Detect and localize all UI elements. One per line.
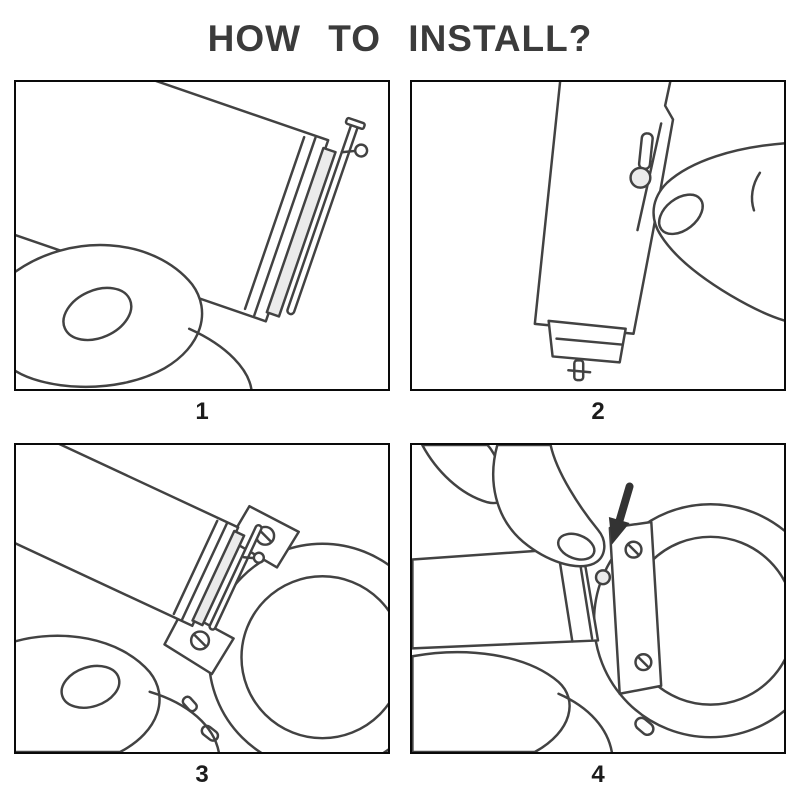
thumb [16, 634, 221, 752]
thumbnail [62, 286, 133, 342]
watch-case [181, 542, 388, 752]
watch-strap [412, 546, 612, 650]
thumbnail [60, 664, 121, 709]
step-4-illustration [412, 445, 784, 752]
arrow-down-icon [608, 482, 634, 545]
step-2-illustration [533, 82, 784, 382]
spring-bar-icon [286, 116, 369, 316]
quick-release-knob-icon [629, 132, 654, 189]
step-2-panel [410, 80, 786, 391]
fingernail [657, 193, 704, 236]
case-button-icon [634, 716, 655, 737]
watch-lugs [163, 504, 300, 676]
quick-release-knob-icon [594, 569, 612, 586]
step-4-number: 4 [591, 761, 605, 788]
thumb [412, 651, 614, 752]
spring-bar-tip-icon [567, 359, 592, 382]
thumb [16, 243, 253, 389]
step-1-panel [14, 80, 390, 391]
watch-strap [16, 445, 266, 631]
page-title: HOW TO INSTALL? [207, 18, 593, 59]
step-1-number: 1 [195, 398, 209, 425]
watch-lugs [608, 520, 663, 695]
watch-strap [533, 82, 675, 382]
step-3-number: 3 [195, 761, 209, 788]
step-3: 3 [14, 443, 390, 800]
index-finger [652, 142, 784, 322]
step-3-panel [14, 443, 390, 754]
step-4: 4 [410, 443, 786, 800]
spring-bar-icon [208, 523, 266, 631]
steps-grid: 1 [0, 80, 800, 800]
step-2: 2 [410, 80, 786, 443]
step-3-illustration [16, 445, 388, 752]
step-4-panel [410, 443, 786, 754]
fingers [421, 445, 606, 568]
case-button-icon [200, 724, 220, 742]
fingernail [556, 532, 596, 561]
step-1-illustration [16, 82, 369, 389]
step-1: 1 [14, 80, 390, 443]
case-button-icon [181, 695, 198, 713]
step-2-number: 2 [591, 398, 605, 425]
